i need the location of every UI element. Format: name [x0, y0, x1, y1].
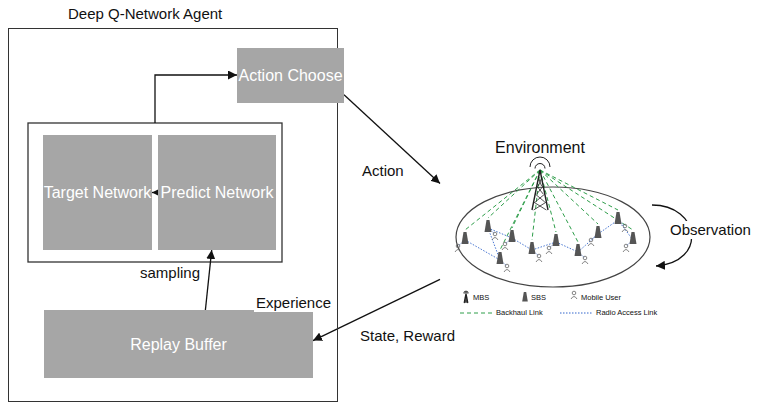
legend-sample: [522, 292, 528, 302]
legend-text: MBS: [473, 293, 489, 303]
group-to-action-arrow: [155, 75, 237, 123]
legend-text: Mobile User: [581, 293, 621, 303]
edge-label: Action: [360, 162, 406, 180]
flow-arrow: [205, 250, 211, 310]
agent-container: Deep Q-Network AgentAction ChooseTarget …: [8, 0, 338, 402]
legend-sample: [460, 313, 492, 314]
process-box: Replay Buffer: [44, 310, 313, 378]
box-label: Replay Buffer: [130, 335, 227, 354]
legend-text: Radio Access Link: [596, 308, 657, 318]
annotation-label: Experience: [254, 294, 333, 312]
environment-title: Environment: [440, 138, 640, 157]
box-label: Predict Network: [161, 183, 274, 202]
legend-sample: [464, 291, 468, 303]
legend-text: SBS: [531, 293, 546, 303]
process-box: Predict Network: [158, 135, 276, 250]
legend-text: Backhaul Link: [496, 308, 543, 318]
network-drawing: [455, 157, 637, 272]
edge-label: State, Reward: [358, 327, 457, 345]
annotation-label: Observation: [668, 221, 753, 239]
edge-label: sampling: [138, 264, 202, 282]
network-group-frame: [28, 123, 282, 262]
box-label: Action Choose: [238, 66, 342, 85]
legend-sample: [571, 291, 577, 299]
legend-sample: [560, 313, 592, 314]
container-title: Deep Q-Network Agent: [68, 5, 222, 23]
process-box: Target Network: [43, 135, 152, 250]
process-box: Action Choose: [237, 48, 344, 103]
box-label: Target Network: [44, 183, 152, 202]
network-area-ellipse: [456, 187, 650, 287]
flow-arrow: [344, 95, 440, 184]
environment-node: Environment: [440, 138, 640, 290]
